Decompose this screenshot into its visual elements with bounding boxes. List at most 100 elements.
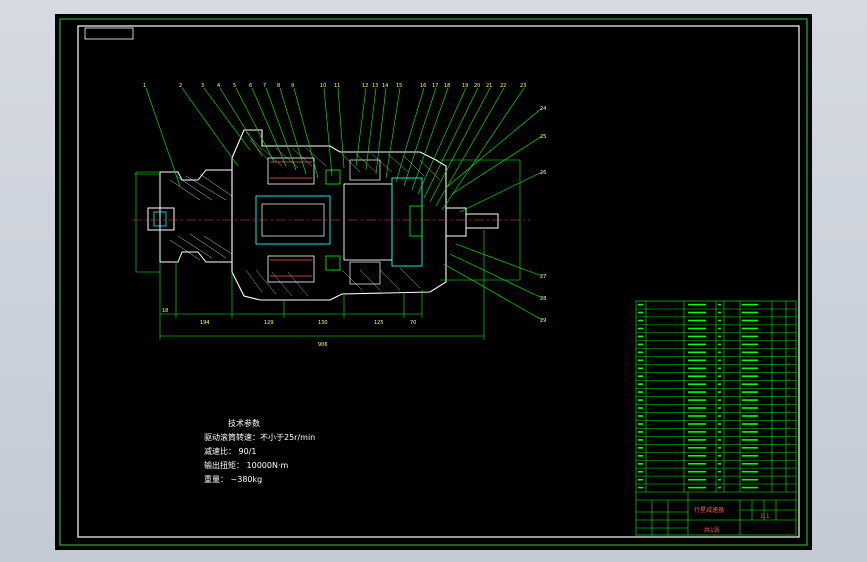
parts-entry-mark xyxy=(638,343,643,346)
parts-entry-mark xyxy=(718,375,721,377)
parts-entry-mark xyxy=(742,439,758,441)
tech-spec-line: 输出扭矩： 10000N·m xyxy=(204,460,289,470)
balloon: 28 xyxy=(540,296,546,302)
parts-entry-mark xyxy=(638,470,643,473)
balloon: 11 xyxy=(334,83,340,89)
parts-entry-mark xyxy=(718,327,721,330)
balloon: 7 xyxy=(263,83,266,89)
parts-entry-mark xyxy=(688,407,706,409)
balloon: 15 xyxy=(396,83,402,89)
parts-entry-mark xyxy=(688,463,706,465)
tech-specs-heading: 技术参数 xyxy=(228,418,260,428)
parts-entry-mark xyxy=(718,351,721,354)
dimension-values: 18 194 129 130 125 70 906 xyxy=(162,308,416,348)
parts-entry-mark xyxy=(718,383,721,385)
parts-entry-mark xyxy=(742,407,758,409)
parts-entry-mark xyxy=(638,351,643,354)
dimension-label: 194 xyxy=(200,320,210,326)
parts-entry-mark xyxy=(688,375,706,377)
parts-entry-mark xyxy=(688,455,706,457)
parts-entry-mark xyxy=(742,319,758,322)
parts-entry-mark xyxy=(638,327,643,330)
balloon: 16 xyxy=(420,83,426,89)
parts-entry-mark xyxy=(638,383,643,385)
parts-entry-mark xyxy=(718,311,721,314)
dimension-label: 129 xyxy=(264,320,274,326)
parts-list-rows xyxy=(636,308,796,485)
parts-entry-mark xyxy=(742,303,758,306)
balloon: 5 xyxy=(233,83,236,89)
parts-entry-mark xyxy=(688,351,706,354)
parts-entry-mark xyxy=(718,415,721,417)
dimension-label: 906 xyxy=(318,342,328,348)
parts-entry-mark xyxy=(718,367,721,370)
balloon: 12 xyxy=(362,83,368,89)
drawing-name: 行星减速器 xyxy=(694,506,724,514)
parts-entry-mark xyxy=(718,359,721,362)
parts-entry-mark xyxy=(742,335,758,338)
parts-entry-mark xyxy=(688,359,706,362)
parts-list-entries xyxy=(638,303,758,489)
parts-entry-mark xyxy=(688,391,706,393)
parts-entry-mark xyxy=(688,439,706,441)
dimension-lines xyxy=(159,230,485,340)
parts-entry-mark xyxy=(742,415,758,417)
balloon: 1 xyxy=(143,83,146,89)
parts-entry-mark xyxy=(742,327,758,330)
parts-entry-mark xyxy=(688,470,706,473)
parts-entry-mark xyxy=(742,486,758,489)
outer-border xyxy=(59,18,808,546)
balloon-labels: 1 2 3 4 5 6 7 8 9 10 11 12 13 14 15 16 1… xyxy=(143,83,546,324)
balloon: 20 xyxy=(474,83,480,89)
parts-entry-mark xyxy=(638,439,643,441)
balloon: 6 xyxy=(249,83,252,89)
balloon: 24 xyxy=(540,106,546,112)
parts-entry-mark xyxy=(742,367,758,370)
parts-entry-mark xyxy=(688,415,706,417)
parts-entry-mark xyxy=(718,319,721,322)
balloon: 17 xyxy=(432,83,438,89)
parts-entry-mark xyxy=(742,447,758,449)
balloon: 8 xyxy=(277,83,280,89)
parts-entry-mark xyxy=(638,463,643,465)
parts-entry-mark xyxy=(718,335,721,338)
balloon: 22 xyxy=(500,83,506,89)
parts-entry-mark xyxy=(638,303,643,306)
parts-entry-mark xyxy=(742,391,758,393)
balloon: 26 xyxy=(540,170,546,176)
parts-entry-mark xyxy=(688,383,706,385)
parts-entry-mark xyxy=(638,367,643,370)
parts-entry-mark xyxy=(742,343,758,346)
dimension-label: 18 xyxy=(162,308,168,314)
parts-entry-mark xyxy=(638,375,643,377)
dimension-label: 125 xyxy=(374,320,384,326)
parts-entry-mark xyxy=(638,359,643,362)
parts-entry-mark xyxy=(688,431,706,433)
tech-spec-line: 减速比： 90/1 xyxy=(204,446,257,456)
parts-entry-mark xyxy=(718,455,721,457)
drawing-sheet xyxy=(55,14,812,550)
dimension-label: 130 xyxy=(318,320,328,326)
parts-entry-mark xyxy=(638,391,643,393)
parts-entry-mark xyxy=(742,311,758,314)
balloon: 23 xyxy=(520,83,526,89)
parts-entry-mark xyxy=(638,447,643,449)
balloon: 3 xyxy=(201,83,204,89)
parts-entry-mark xyxy=(638,319,643,322)
parts-entry-mark xyxy=(718,470,721,473)
balloon: 21 xyxy=(486,83,492,89)
balloon: 19 xyxy=(462,83,468,89)
parts-entry-mark xyxy=(688,327,706,330)
parts-entry-mark xyxy=(742,359,758,362)
parts-entry-mark xyxy=(638,335,643,338)
inner-frame xyxy=(77,25,800,538)
balloon: 29 xyxy=(540,318,546,324)
balloon: 2 xyxy=(179,83,182,89)
parts-entry-mark xyxy=(638,407,643,409)
parts-entry-mark xyxy=(688,319,706,322)
parts-entry-mark xyxy=(718,439,721,441)
parts-entry-mark xyxy=(742,463,758,465)
balloon: 14 xyxy=(382,83,388,89)
balloon: 25 xyxy=(540,134,546,140)
